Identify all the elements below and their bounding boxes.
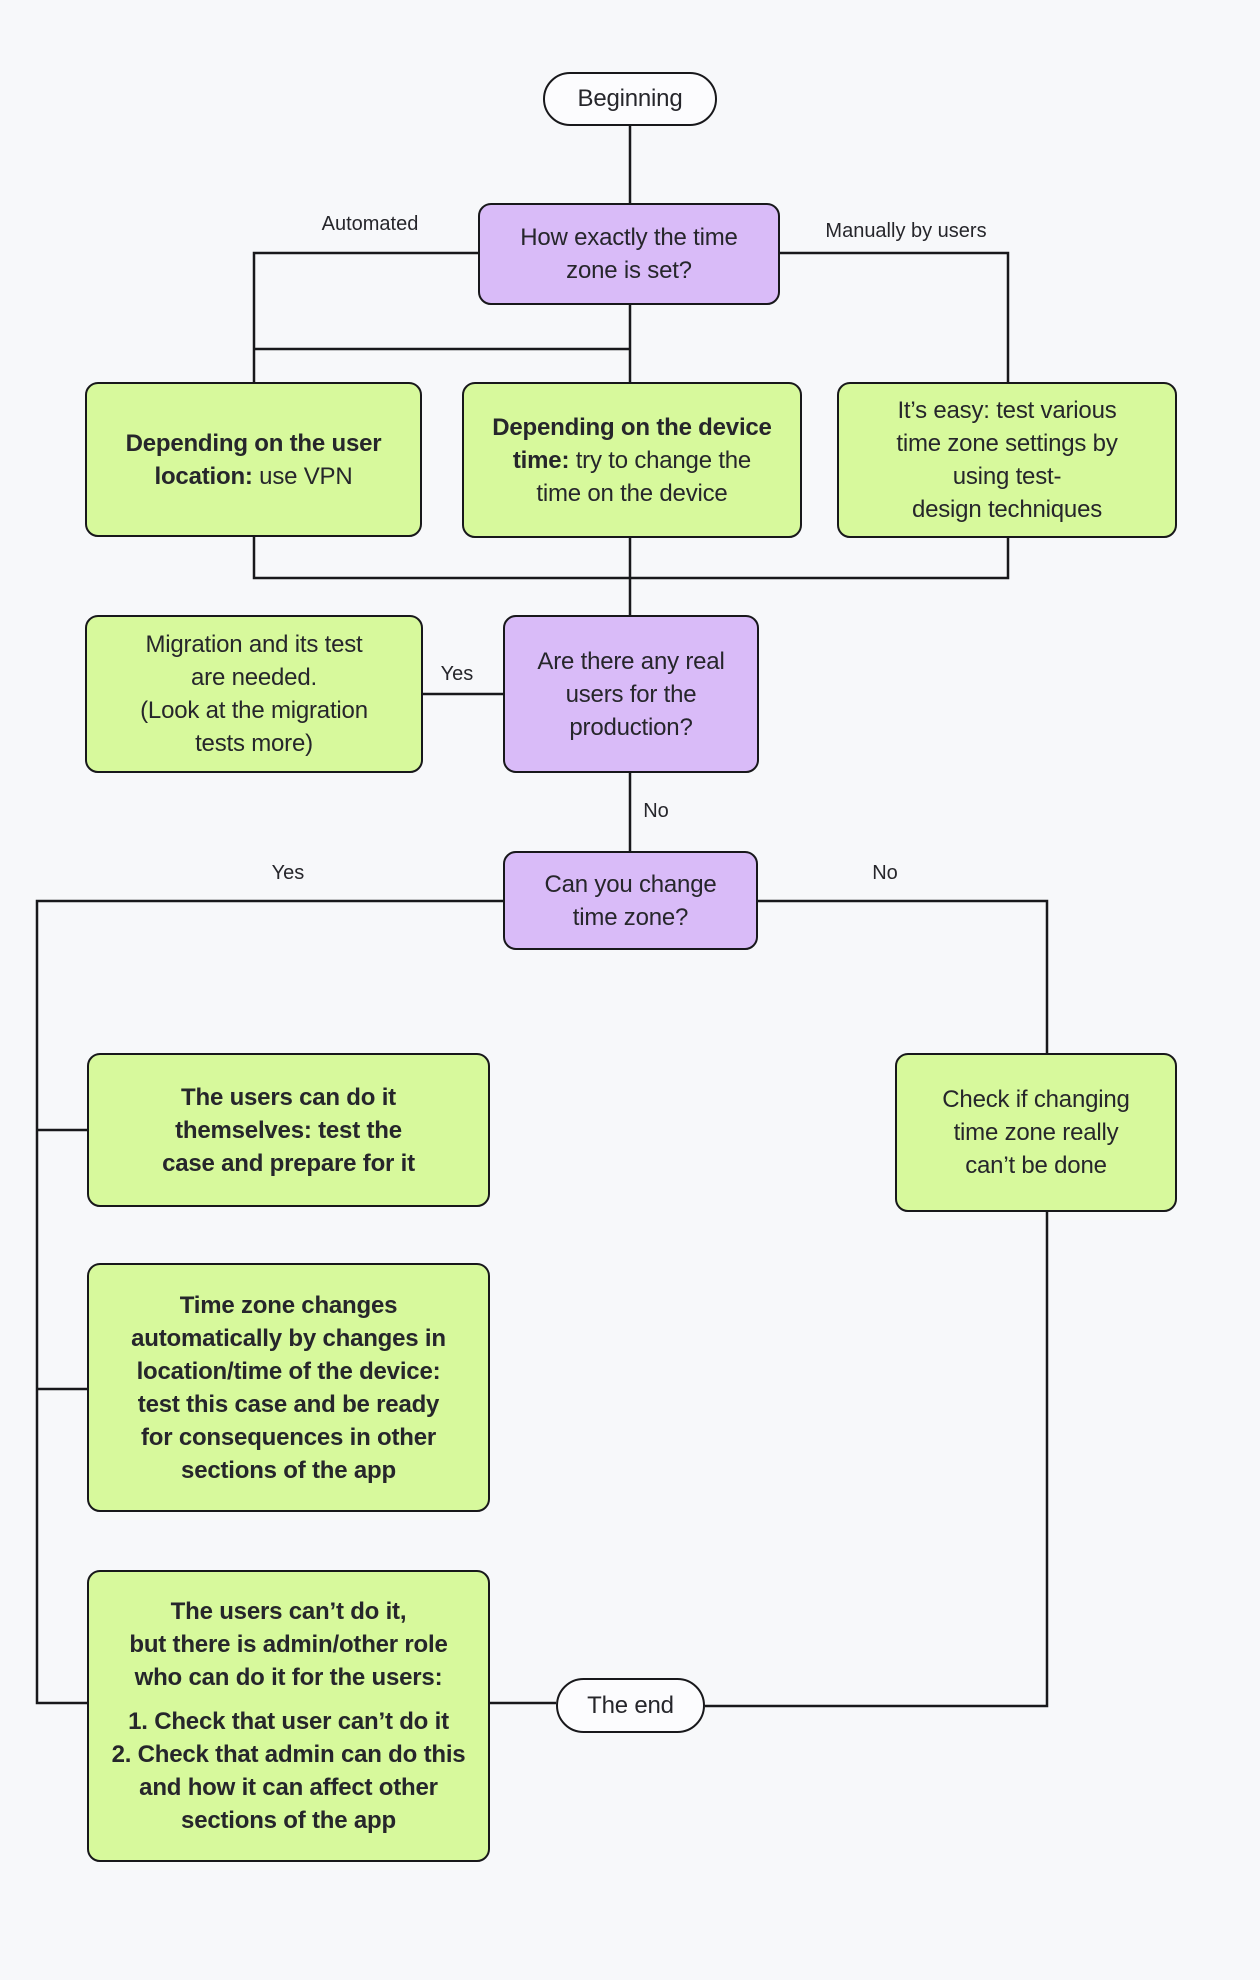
edge-label-yes-can-change: Yes [271, 862, 305, 884]
edge-no-rail-right-bottom [705, 1212, 1049, 1708]
edge-label-manually-by-users: Manually by users [825, 220, 987, 242]
edge-manual-branch [780, 251, 1010, 382]
edge-label-yes-migration: Yes [440, 663, 474, 685]
edge-label-no-can-change: No [872, 862, 898, 884]
node-beginning-terminal: Beginning [543, 72, 717, 126]
node-the-end-terminal: The end [556, 1678, 705, 1733]
edge-yes-rail-left [35, 899, 503, 1705]
edge-automated-branch [252, 251, 478, 382]
edge-label-no-production: No [643, 800, 669, 822]
node-admin-role-checks: The users can’t do it,but there is admin… [87, 1570, 490, 1862]
edge-label-automated: Automated [321, 213, 419, 235]
admin-role-paragraph: The users can’t do it,but there is admin… [129, 1598, 448, 1691]
edge-no-rail-right-top [758, 899, 1049, 1053]
